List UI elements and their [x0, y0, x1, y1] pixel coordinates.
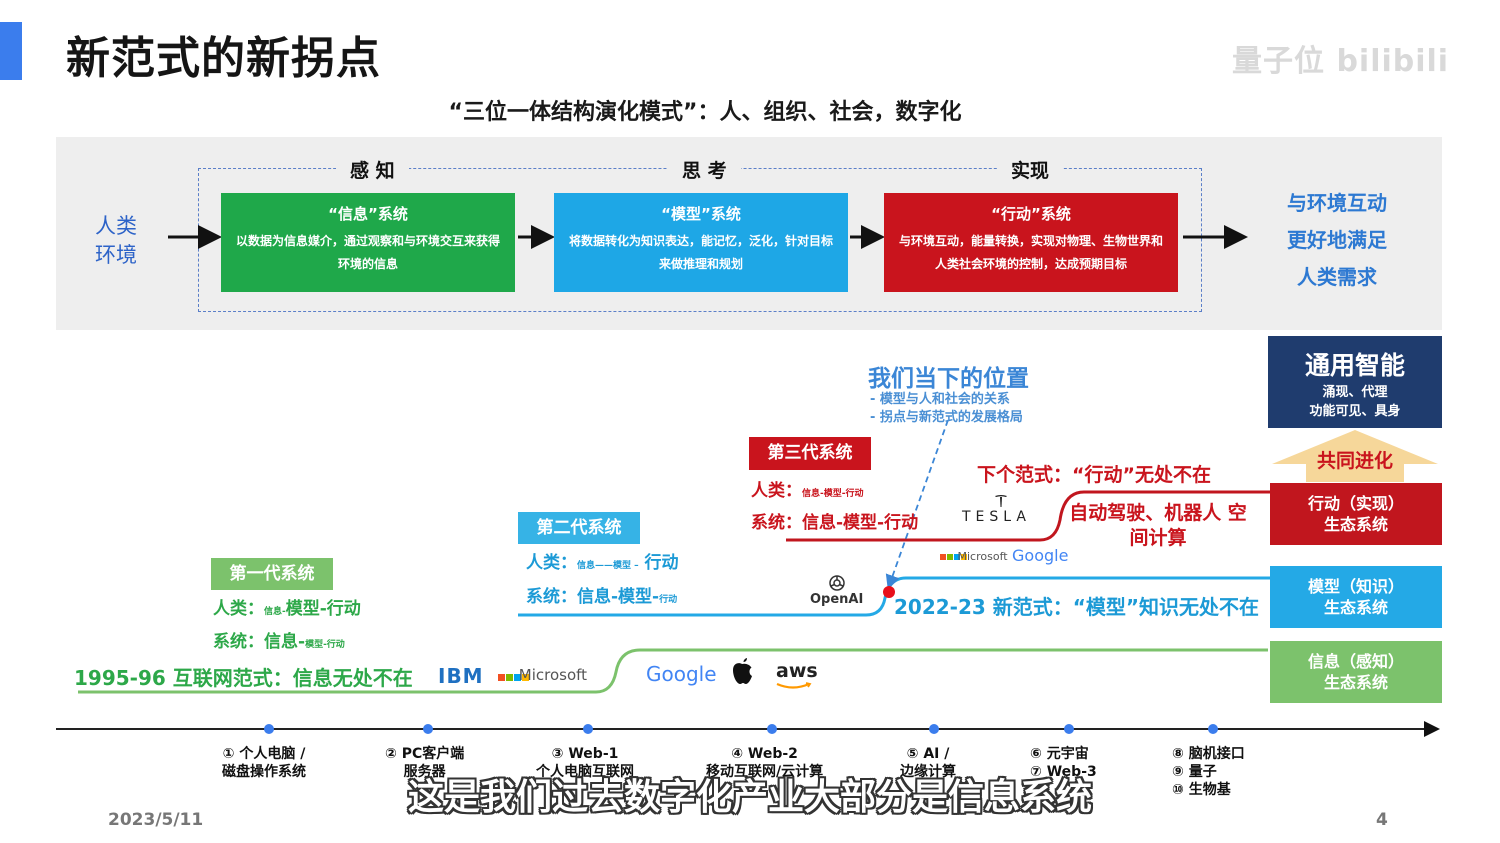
gen1-badge: 第一代系统 [211, 558, 333, 590]
action-ecosystem-box: 行动（实现） 生态系统 [1270, 483, 1442, 545]
gen3-system-label: 系统：信息-模型-行动 [751, 513, 919, 533]
openai-logo: OpenAI [810, 592, 864, 607]
gen1-system-label: 系统：信息-模型-行动 [213, 632, 345, 652]
model-ecosystem-box: 模型（知识） 生态系统 [1270, 566, 1442, 628]
timeline-dot [929, 724, 939, 734]
action-paradigm-line [786, 490, 1270, 542]
action-system-box: “行动”系统 与环境互动，能量转换，实现对物理、生物世界和人类社会环境的控制，达… [884, 193, 1178, 292]
accent-bar [0, 22, 22, 80]
gen2-human-label: 人类：信息——模型 – 行动 [526, 553, 679, 573]
internet-paradigm-text: 1995-96 互联网范式：信息无处不在 [74, 666, 413, 690]
outcome-text: 与环境互动 更好地满足 人类需求 [1287, 191, 1387, 289]
video-subtitle: 这是我们过去数字化产业大部分是信息系统 [407, 777, 1092, 818]
internet-paradigm-line [78, 648, 1268, 694]
slide-subtitle: “三位一体结构演化模式”：人、组织、社会，数字化 [448, 100, 962, 125]
timeline-dot [767, 724, 777, 734]
microsoft-squares-icon [498, 674, 529, 682]
page-title: 新范式的新拐点 [66, 33, 381, 84]
model-paradigm-line [518, 576, 1270, 617]
page-number: 4 [1376, 810, 1388, 830]
tesla-logo: TESLA [962, 509, 1031, 525]
google-logo: Google [646, 662, 717, 686]
human-environment-label: 人类 环境 [95, 214, 137, 267]
timeline-label-client-server: ② PC客户端服务器 [385, 746, 465, 780]
model-paradigm-text: 2022-23 新范式：“模型”知识无处不在 [894, 595, 1260, 619]
timeline-dot [1064, 724, 1074, 734]
microsoft-logo-2: Microsoft [940, 550, 1008, 563]
gen3-badge: 第三代系统 [749, 437, 871, 470]
model-system-box: “模型”系统 将数据转化为知识表达，能记忆，泛化，针对目标来做推理和规划 [554, 193, 848, 292]
coevolution-label: 共同进化 [1316, 450, 1393, 472]
watermark-logo: 量子位 bilibili [1232, 44, 1450, 79]
timeline-dot [1208, 724, 1218, 734]
position-note-1: - 模型与人和社会的关系 [870, 392, 1010, 407]
coevolution-arrow-icon [1272, 430, 1438, 482]
timeline-label-pc: ① 个人电脑 /磁盘操作系统 [222, 746, 306, 780]
current-position-dot [883, 586, 895, 598]
timeline-dot [264, 724, 274, 734]
next-paradigm-text: 下个范式：“行动”无处不在 [977, 464, 1211, 486]
microsoft-squares-icon [940, 554, 967, 561]
gen2-badge: 第二代系统 [518, 512, 640, 544]
info-ecosystem-box: 信息（感知） 生态系统 [1270, 641, 1442, 703]
aws-smile-icon [776, 682, 812, 689]
microsoft-logo: Microsoft [498, 666, 587, 684]
gen3-human-label: 人类：信息-模型-行动 [751, 481, 864, 501]
general-intelligence-box: 通用智能 涌现、代理 功能可见、具身 [1268, 336, 1442, 428]
slide-date: 2023/5/11 [108, 810, 204, 830]
timeline-label-ai: ⑤ AI /边缘计算 [900, 746, 956, 780]
ibm-logo: IBM [438, 664, 484, 688]
position-note-2: - 拐点与新范式的发展格局 [870, 410, 1023, 425]
info-system-box: “信息”系统 以数据为信息媒介，通过观察和与环境交互来获得环境的信息 [221, 193, 515, 292]
autonomy-text: 自动驾驶、机器人 空间计算 [1069, 502, 1247, 549]
timeline-dot [423, 724, 433, 734]
stage-label-perceive: 感 知 [336, 156, 409, 183]
apple-icon [730, 656, 754, 690]
current-position-title: 我们当下的位置 [868, 366, 1029, 392]
timeline-dot [583, 724, 593, 734]
gen2-system-label: 系统：信息-模型-行动 [526, 587, 678, 607]
stage-label-think: 思 考 [668, 156, 741, 183]
openai-icon [827, 573, 847, 597]
google-logo-2: Google [1012, 546, 1069, 565]
gen1-human-label: 人类：信息-模型-行动 [213, 599, 361, 619]
tesla-t-icon [994, 494, 1008, 512]
aws-logo: aws [776, 660, 818, 689]
stage-label-realize: 实现 [997, 156, 1064, 183]
